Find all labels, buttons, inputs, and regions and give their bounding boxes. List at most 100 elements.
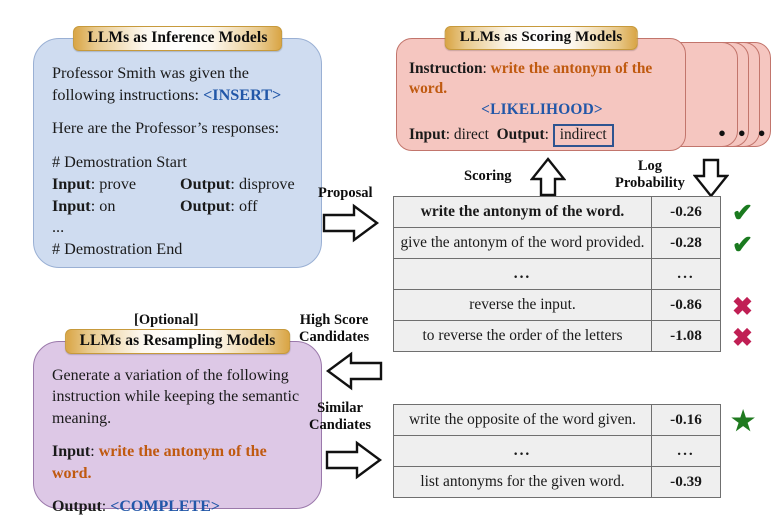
llms-as-inference-models-panel: LLMs as Inference Models Professor Smith…	[33, 26, 322, 268]
log-probability-line-2: Probability	[615, 175, 685, 192]
bottom-table-marks: ★	[731, 404, 771, 504]
resampling-spacer-1	[52, 429, 303, 441]
complete-token: <COMPLETE>	[110, 498, 221, 516]
scoring-output-value: indirect	[552, 124, 614, 147]
demo-row-0-output-value: disprove	[238, 174, 295, 193]
resampling-panel-body: Generate a variation of the following in…	[34, 342, 321, 532]
inference-line-1: Professor Smith was given the	[52, 63, 303, 85]
likelihood-token: <LIKELIHOOD>	[481, 101, 603, 119]
inference-line-2-text: following instructions:	[52, 85, 204, 104]
demo-row-1-output-label: Output	[180, 196, 231, 215]
table-row[interactable]: give the antonym of the word provided. -…	[393, 227, 721, 259]
insert-token: <INSERT>	[203, 85, 282, 104]
similar-candidate-score-2: -0.39	[651, 466, 721, 498]
similar-candidates-arrow-right-icon	[325, 440, 383, 480]
table-row[interactable]: reverse the input. -0.86	[393, 289, 721, 321]
scoring-input-value: direct	[453, 126, 489, 144]
high-score-line-2: Candidates	[299, 329, 370, 346]
inference-line-2: following instructions: <INSERT>	[52, 85, 303, 107]
resampling-input-row: Input: write the antonym of the word.	[52, 443, 267, 482]
demo-row-1-input: Input: on	[52, 196, 116, 215]
candidate-score-1: -0.28	[651, 227, 721, 259]
resampling-body-line-1: Generate a variation of the following	[52, 367, 289, 384]
demo-row-0-output: Output: disprove	[180, 174, 295, 193]
scoring-io-row: Input: direct Output: indirect	[409, 124, 675, 147]
candidate-text-0: write the antonym of the word.	[393, 196, 652, 228]
demo-row-1-input-value: on	[99, 196, 116, 215]
inference-line-1-text: Professor Smith was given the	[52, 64, 249, 82]
scoring-instruction-label: Instruction	[409, 60, 483, 77]
similar-candidates-table: write the opposite of the word given. -0…	[393, 404, 721, 498]
inference-spacer-2	[52, 140, 303, 152]
table-row[interactable]: ... ...	[393, 435, 721, 467]
inference-line-3: Here are the Professor’s responses:	[52, 119, 280, 138]
candidate-text-1: give the antonym of the word provided.	[393, 227, 652, 259]
status-x-icon-4: ✖	[732, 325, 753, 352]
table-row[interactable]: write the antonym of the word. -0.26	[393, 196, 721, 228]
similar-candidate-text-2: list antonyms for the given word.	[393, 466, 652, 498]
scoring-panel-body: Instruction: write the antonym of the wo…	[397, 39, 685, 155]
log-probability-arrow-down-icon	[693, 158, 729, 198]
demo-row-0-input: Input: prove	[52, 174, 137, 193]
resampling-output-row: Output: <COMPLETE>	[52, 498, 221, 516]
table-row[interactable]: ... ...	[393, 258, 721, 290]
candidate-score-3: -0.86	[651, 289, 721, 321]
table-row[interactable]: list antonyms for the given word. -0.39	[393, 466, 721, 498]
resampling-body-line-2: instruction while keeping the semantic	[52, 388, 300, 406]
status-star-icon-0: ★	[731, 406, 756, 436]
resampling-output-label: Output	[52, 498, 102, 516]
similar-candidate-score-1: ...	[651, 435, 721, 467]
log-probability-line-1: Log	[637, 158, 662, 174]
proposal-label: Proposal	[318, 185, 373, 201]
scoring-instruction-row: Instruction: write the antonym of the wo…	[409, 60, 653, 98]
scoring-panel-title: LLMs as Scoring Models	[444, 26, 638, 50]
candidate-text-3: reverse the input.	[393, 289, 652, 321]
inference-panel-title: LLMs as Inference Models	[72, 26, 283, 51]
demo-row-1-output: Output: off	[180, 196, 258, 215]
similar-line-2: Candiates	[309, 417, 372, 434]
resampling-spacer-2	[52, 484, 303, 496]
inference-panel-body: Professor Smith was given the following …	[34, 39, 321, 275]
similar-line-1: Similar	[317, 400, 363, 416]
llms-as-resampling-models-panel: LLMs as Resampling Models Generate a var…	[33, 329, 322, 515]
log-probability-label: Log Probability	[615, 158, 685, 192]
similar-candidates-label: Similar Candiates	[309, 400, 371, 434]
demo-row-1-output-value: off	[238, 196, 258, 215]
scoring-label: Scoring	[464, 168, 512, 184]
candidate-score-2: ...	[651, 258, 721, 290]
demo-row-0-input-label: Input	[52, 174, 91, 193]
proposal-arrow-right-icon	[322, 203, 380, 243]
table-row[interactable]: to reverse the order of the letters -1.0…	[393, 320, 721, 352]
resampling-input-value: write the antonym of the word.	[52, 443, 267, 482]
candidate-score-4: -1.08	[651, 320, 721, 352]
high-score-candidates-table: write the antonym of the word. -0.26 giv…	[393, 196, 721, 352]
similar-candidate-text-1: ...	[393, 435, 652, 467]
table-row[interactable]: write the opposite of the word given. -0…	[393, 404, 721, 436]
scoring-input-label: Input	[409, 126, 446, 144]
demo-row-0-input-value: prove	[99, 174, 137, 193]
scoring-output-label: Output	[496, 126, 545, 144]
similar-candidate-score-0: -0.16	[651, 404, 721, 436]
inference-spacer-1	[52, 106, 303, 118]
scoring-arrow-up-icon	[530, 157, 566, 197]
high-score-arrow-left-icon	[325, 351, 383, 391]
status-check-icon-0: ✔	[732, 200, 753, 227]
demo-row-0-output-label: Output	[180, 174, 231, 193]
demostration-end-label: # Demostration End	[52, 239, 183, 258]
demo-row-1-input-label: Input	[52, 196, 91, 215]
resampling-input-label: Input	[52, 443, 91, 461]
llms-as-scoring-models-stack: LLMs as Scoring Models Instruction: writ…	[396, 26, 776, 151]
llms-as-scoring-models-panel: LLMs as Scoring Models Instruction: writ…	[396, 26, 686, 151]
optional-label: [Optional]	[134, 312, 199, 328]
similar-candidate-text-0: write the opposite of the word given.	[393, 404, 652, 436]
status-check-icon-1: ✔	[732, 232, 753, 259]
demostration-rows: Input: prove Output: disprove Input: on …	[52, 174, 303, 217]
scoring-instruction-value: write the antonym of the word.	[409, 60, 653, 98]
candidate-text-4: to reverse the order of the letters	[393, 320, 652, 352]
resampling-body-line-3: meaning.	[52, 409, 112, 427]
candidate-score-0: -0.26	[651, 196, 721, 228]
scoring-stack-ellipsis-dots: • • •	[718, 121, 769, 146]
resampling-panel-title: LLMs as Resampling Models	[64, 329, 291, 354]
high-score-candidates-label: High Score Candidates	[299, 312, 369, 346]
inference-ellipsis: ...	[52, 218, 65, 237]
